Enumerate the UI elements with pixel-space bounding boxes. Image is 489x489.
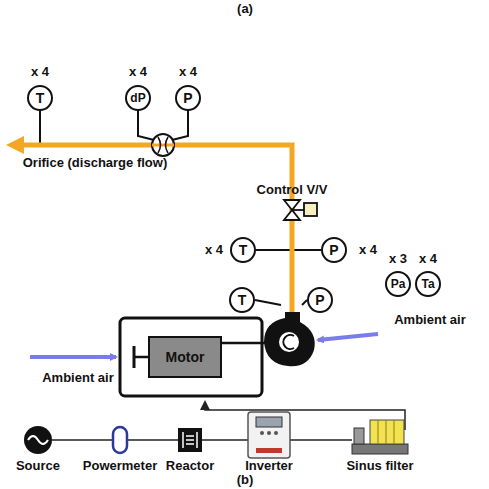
powermeter-icon <box>113 427 127 453</box>
sensor-label: Pa <box>391 278 406 290</box>
sensor-circle: Pa <box>385 271 411 297</box>
shaft <box>222 342 266 345</box>
count-label: x 4 <box>359 243 377 257</box>
sensor-label: P <box>315 293 324 307</box>
sensor-circle: P <box>307 287 333 313</box>
part-label: Powermeter <box>83 459 157 473</box>
motor-box: Motor <box>148 336 222 378</box>
count-label: x 4 <box>129 65 147 79</box>
sensor-circle: P <box>321 237 347 263</box>
count-label: x 4 <box>179 65 197 79</box>
count-label: x 3 <box>389 252 407 266</box>
part-label: Inverter <box>245 459 293 473</box>
sensor-label: dP <box>130 92 145 104</box>
orifice-symbol <box>152 134 174 156</box>
count-label: x 4 <box>205 243 223 257</box>
count-label: x 4 <box>419 252 437 266</box>
part-label: Orifice (discharge flow) <box>23 156 167 170</box>
motor-label: Motor <box>166 350 205 364</box>
part-label: Sinus filter <box>346 459 413 473</box>
part-label: Control V/V <box>257 183 328 197</box>
sensor-circle: T <box>229 287 255 313</box>
sensor-circle: T <box>230 237 256 263</box>
sensor-label: P <box>183 91 192 105</box>
air-arrow <box>30 355 116 359</box>
sensor-label: T <box>239 243 248 257</box>
sensor-circle: T <box>27 85 53 111</box>
air-arrow <box>318 334 378 340</box>
sensor-label: T <box>238 293 247 307</box>
part-label: (a) <box>237 2 253 16</box>
sensor-label: Ta <box>421 278 434 290</box>
motor-housing <box>120 318 262 396</box>
sensor-circle: dP <box>125 85 151 111</box>
sensor-label: P <box>329 243 338 257</box>
sensor-label: T <box>36 91 45 105</box>
part-label: Ambient air <box>42 371 114 385</box>
source-icon <box>24 426 52 454</box>
control-valve <box>284 200 317 220</box>
sinus-filter-icon <box>352 420 408 454</box>
count-label: x 4 <box>31 65 49 79</box>
part-label: Ambient air <box>394 313 466 327</box>
reactor-icon <box>178 428 202 452</box>
flow-arrow <box>6 136 24 154</box>
sensor-circle: Ta <box>415 271 441 297</box>
part-label: Source <box>16 459 60 473</box>
inverter-icon <box>248 412 290 458</box>
part-label: Reactor <box>166 459 214 473</box>
part-label: (b) <box>237 473 254 487</box>
sensor-circle: P <box>175 85 201 111</box>
sensor-leaders <box>40 110 321 305</box>
discharge-pipe <box>22 145 292 312</box>
blower-scroll <box>264 312 315 366</box>
